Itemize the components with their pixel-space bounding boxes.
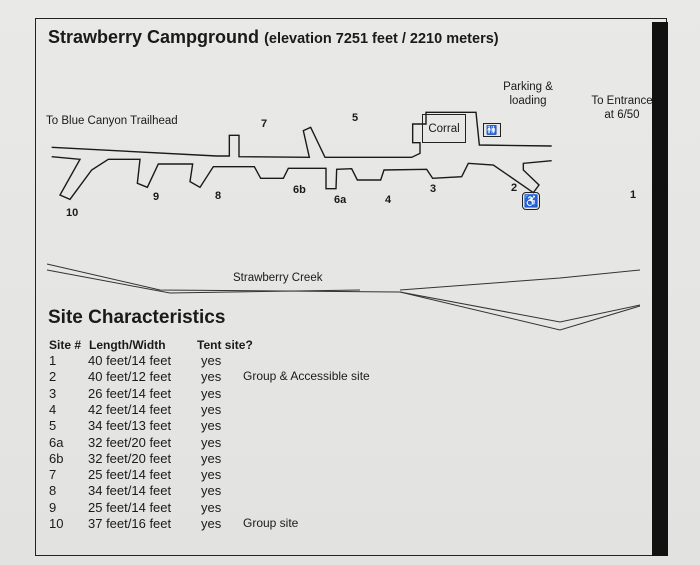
page-title: Strawberry Campground (elevation 7251 fe… xyxy=(48,27,499,48)
creek-bank-line xyxy=(46,269,361,294)
site-size: 32 feet/20 feet xyxy=(88,434,172,450)
site-number: 6b xyxy=(49,450,64,466)
tent-site: yes xyxy=(201,401,222,417)
col-length-width: Length/Width xyxy=(89,338,166,352)
subtitle-text: (elevation 7251 feet / 2210 meters) xyxy=(264,31,499,47)
site-label-6b: 6b xyxy=(293,184,306,196)
site-label-5: 5 xyxy=(352,112,359,124)
site-size: 34 feet/13 feet xyxy=(88,418,172,434)
creek-bank-line xyxy=(399,269,641,291)
tent-site: yes xyxy=(201,499,222,515)
road-lower-edge xyxy=(51,155,552,201)
site-label-4: 4 xyxy=(385,194,392,206)
corral-box: Corral xyxy=(422,114,466,143)
site-size: 40 feet/12 feet xyxy=(88,369,172,385)
site-size: 37 feet/16 feet xyxy=(88,516,172,531)
site-number: 9 xyxy=(49,499,57,515)
label-blue-canyon: To Blue Canyon Trailhead xyxy=(46,115,178,127)
site-number: 10 xyxy=(49,516,64,531)
site-label-7: 7 xyxy=(261,118,268,130)
site-note: Group site xyxy=(243,516,299,530)
site-number: 5 xyxy=(49,418,57,434)
restroom-icon: 🚻 xyxy=(483,123,501,137)
site-label-1: 1 xyxy=(630,189,637,201)
site-label-8: 8 xyxy=(215,190,222,202)
site-number: 8 xyxy=(49,483,57,499)
black-edge-bar xyxy=(652,22,668,556)
site-size: 25 feet/14 feet xyxy=(88,499,172,515)
tent-site: yes xyxy=(201,353,222,368)
site-label-10: 10 xyxy=(66,207,79,219)
site-number: 2 xyxy=(49,369,57,385)
site-size: 32 feet/20 feet xyxy=(88,450,172,466)
creek-bank-line xyxy=(399,291,641,323)
tent-site: yes xyxy=(201,434,222,450)
site-number: 3 xyxy=(49,385,57,401)
site-size: 34 feet/14 feet xyxy=(88,483,172,499)
site-label-6a: 6a xyxy=(334,194,347,206)
site-characteristics-heading: Site Characteristics xyxy=(48,307,226,328)
site-size: 42 feet/14 feet xyxy=(88,401,172,417)
site-number: 7 xyxy=(49,467,57,483)
col-tent: Tent site? xyxy=(197,338,253,352)
site-number: 4 xyxy=(49,401,57,417)
site-size: 26 feet/14 feet xyxy=(88,385,172,401)
site-size: 40 feet/14 feet xyxy=(88,353,172,368)
tent-site: yes xyxy=(201,385,222,401)
label-parking: Parking & loading xyxy=(503,81,553,107)
site-label-9: 9 xyxy=(153,191,160,203)
tent-site: yes xyxy=(201,467,222,483)
label-entrance: To Entrance at 6/50 xyxy=(591,95,653,121)
tent-site: yes xyxy=(201,418,222,434)
site-size: 25 feet/14 feet xyxy=(88,467,172,483)
tent-site: yes xyxy=(201,450,222,466)
tent-site: yes xyxy=(201,483,222,499)
title-text: Strawberry Campground xyxy=(48,27,260,47)
site-number: 1 xyxy=(49,353,57,368)
col-site: Site # xyxy=(49,338,82,352)
tent-site: yes xyxy=(201,516,222,531)
label-creek: Strawberry Creek xyxy=(233,272,323,284)
site-note: Group & Accessible site xyxy=(243,369,370,384)
site-number: 6a xyxy=(49,434,64,450)
tent-site: yes xyxy=(201,369,222,385)
site-label-3: 3 xyxy=(430,183,437,195)
site-label-2: 2 xyxy=(511,182,518,194)
wheelchair-icon: ♿ xyxy=(522,192,540,210)
